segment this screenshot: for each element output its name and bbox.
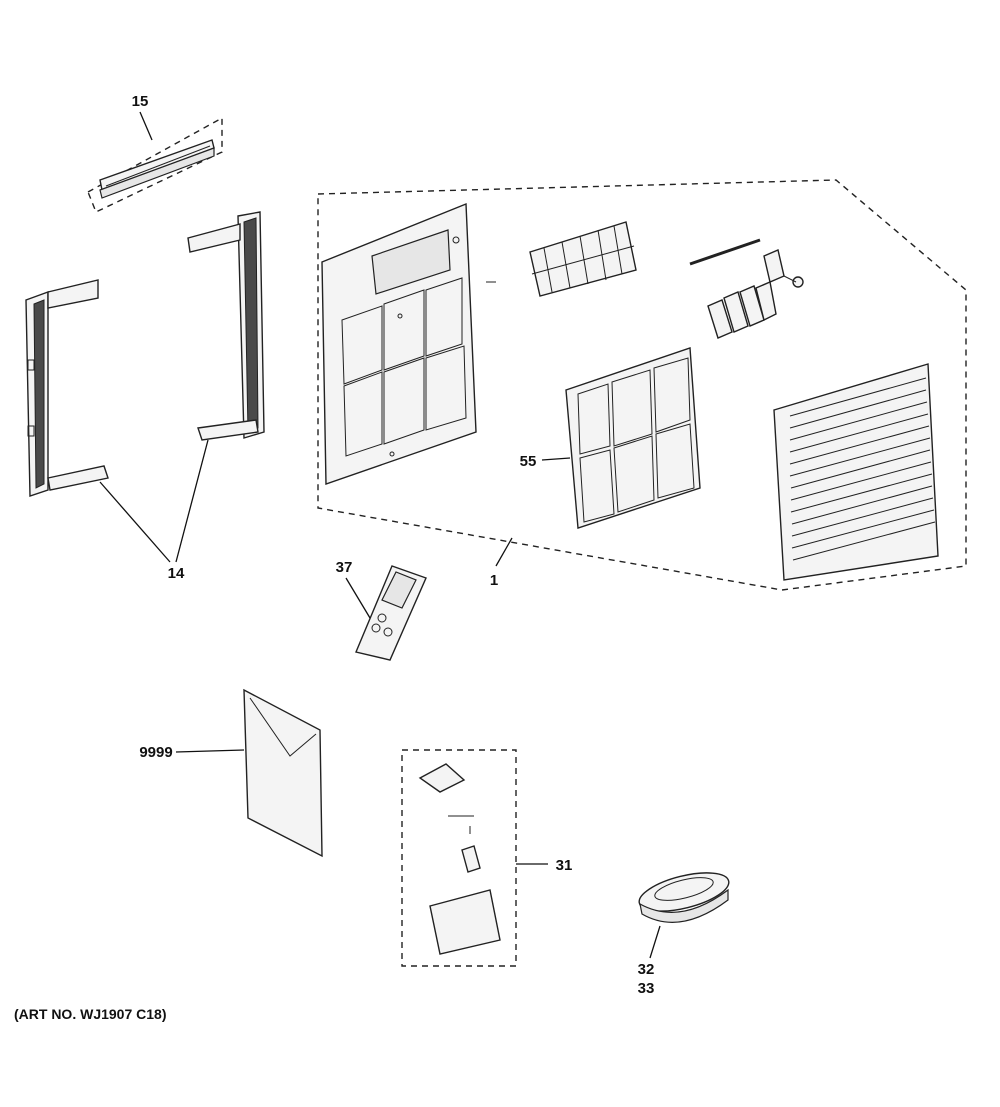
leader-15: [139, 111, 153, 141]
label-15: 15: [132, 93, 149, 110]
label-33: 33: [638, 980, 655, 997]
part-37-remote[interactable]: [355, 565, 427, 661]
part-31-kit-boundary: [401, 749, 517, 967]
part-55-filter[interactable]: [565, 347, 701, 529]
label-1: 1: [490, 572, 498, 589]
label-55: 55: [520, 453, 537, 470]
label-31: 31: [556, 857, 573, 874]
louver-block[interactable]: [529, 221, 637, 297]
part-31-hardware-kit[interactable]: [418, 763, 501, 955]
leader-55: [541, 457, 571, 461]
leader-14-b: [175, 439, 209, 563]
part-14-left-curtain[interactable]: [25, 279, 109, 497]
clip-bracket[interactable]: [763, 249, 804, 288]
label-37: 37: [336, 559, 353, 576]
leader-32-33: [649, 925, 661, 959]
rod[interactable]: [689, 238, 761, 266]
leader-37: [345, 577, 371, 619]
leader-1: [495, 537, 513, 567]
label-14: 14: [168, 565, 185, 582]
leader-14-a: [99, 481, 171, 563]
front-grille[interactable]: [773, 363, 939, 581]
art-number: (ART NO. WJ1907 C18): [14, 1006, 167, 1022]
leader-9999: [175, 749, 245, 753]
label-32: 32: [638, 961, 655, 978]
front-frame[interactable]: [321, 202, 496, 485]
label-9999: 9999: [139, 744, 172, 761]
part-15-top-rail[interactable]: [87, 116, 223, 213]
part-9999-literature[interactable]: [243, 688, 323, 858]
part-1-kit-boundary: [317, 179, 967, 591]
part-32-33-seal-coil[interactable]: [635, 865, 732, 923]
part-14-right-curtain[interactable]: [187, 211, 265, 441]
vane-set[interactable]: [707, 281, 777, 339]
